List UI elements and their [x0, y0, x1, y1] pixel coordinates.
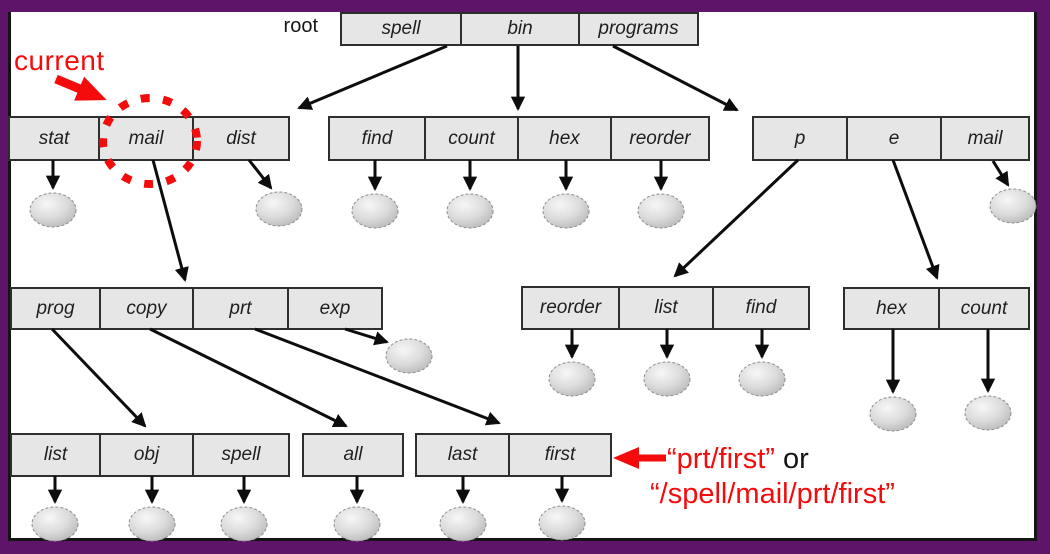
dir-group-programs: p e mail: [752, 116, 1030, 161]
dir-group-e: hex count: [843, 287, 1030, 330]
dir-box-p: p: [752, 116, 848, 161]
dir-box-dist: dist: [192, 116, 290, 161]
dir-box-first: first: [508, 433, 612, 477]
dir-box-stat: stat: [8, 116, 100, 161]
dir-box-copy: copy: [99, 287, 194, 330]
dir-box-mail2: mail: [940, 116, 1030, 161]
path-caption-line1: “prt/first” or: [650, 442, 895, 477]
dir-box-list3: list: [10, 433, 101, 477]
dir-group-root: spell bin programs: [340, 12, 699, 46]
path-relative: “prt/first”: [667, 443, 775, 475]
dir-box-bin: bin: [460, 12, 580, 46]
dir-box-spell3: spell: [192, 433, 290, 477]
dir-box-reorder2: reorder: [521, 286, 620, 330]
dir-box-mail-current: mail: [98, 116, 194, 161]
path-or-text: or: [774, 443, 809, 475]
path-annotation-caption: “prt/first” or “/spell/mail/prt/first”: [650, 442, 895, 512]
dir-box-exp: exp: [287, 287, 383, 330]
current-annotation-label: current: [14, 45, 105, 76]
dir-box-count: count: [424, 116, 519, 161]
dir-group-prog: list obj spell: [10, 433, 290, 477]
dir-box-find2: find: [712, 286, 810, 330]
dir-box-spell: spell: [340, 12, 462, 46]
dir-box-hex: hex: [517, 116, 612, 161]
dir-box-list2: list: [618, 286, 714, 330]
dir-box-prog: prog: [10, 287, 101, 330]
dir-group-copy: all: [302, 433, 404, 477]
dir-box-count2: count: [938, 287, 1030, 330]
dir-box-last: last: [415, 433, 510, 477]
dir-box-reorder: reorder: [610, 116, 710, 161]
dir-box-hex2: hex: [843, 287, 940, 330]
dir-box-prt: prt: [192, 287, 289, 330]
root-node-label: root: [283, 15, 318, 37]
dir-group-p: reorder list find: [521, 286, 810, 330]
dir-group-prt: last first: [415, 433, 612, 477]
dir-group-mail: prog copy prt exp: [10, 287, 383, 330]
dir-group-spell: stat mail dist: [8, 116, 290, 161]
dir-box-all: all: [302, 433, 404, 477]
dir-box-programs: programs: [578, 12, 699, 46]
dir-box-e: e: [846, 116, 942, 161]
path-caption-line2: “/spell/mail/prt/first”: [650, 478, 895, 510]
dir-box-find: find: [328, 116, 426, 161]
dir-group-bin: find count hex reorder: [328, 116, 710, 161]
dir-box-obj: obj: [99, 433, 194, 477]
